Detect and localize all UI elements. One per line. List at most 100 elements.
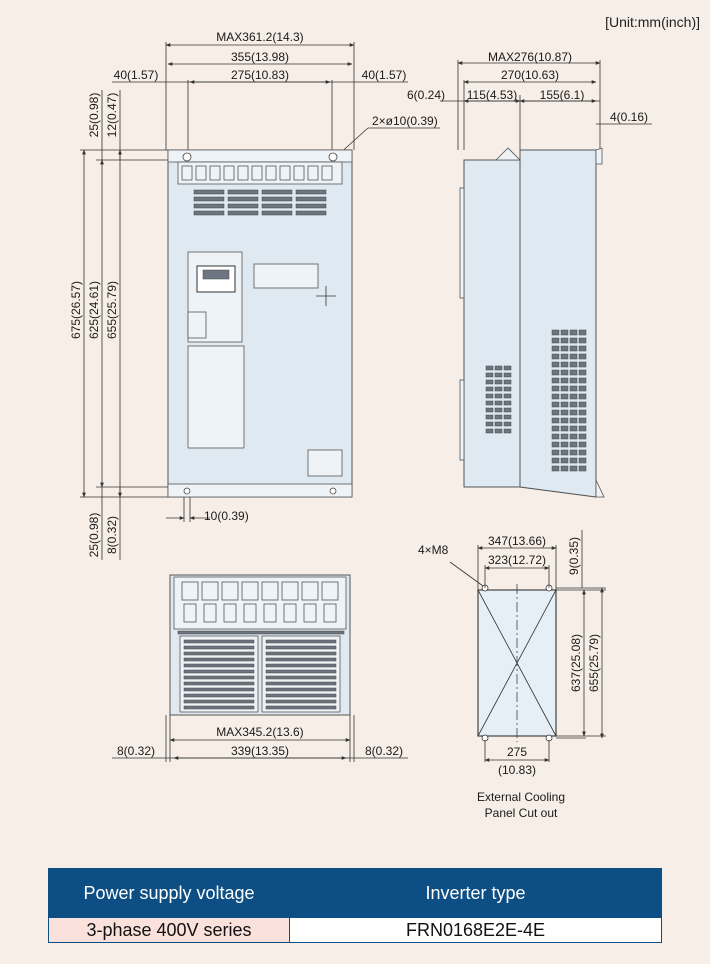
front-dim-height-625: 625(24.61) — [87, 281, 101, 339]
side-vent-slot — [569, 425, 578, 432]
side-vent-slot — [494, 428, 503, 434]
table-row: 3-phase 400V series FRN0168E2E-4E — [48, 917, 662, 943]
side-vent-slot — [578, 329, 587, 336]
front-dim-bottom-25: 25(0.98) — [87, 513, 101, 558]
side-vent-slot — [485, 372, 494, 378]
fan-grille-bar — [183, 657, 255, 662]
front-fin — [209, 165, 221, 181]
side-dim-max-depth: MAX276(10.87) — [488, 50, 572, 64]
side-vent-slot — [551, 369, 560, 376]
side-vent-slot — [560, 345, 569, 352]
front-dim-max-width: MAX361.2(14.3) — [216, 30, 303, 44]
side-vent-slot — [485, 421, 494, 427]
side-vent-slot — [578, 449, 587, 456]
front-vent-slot — [193, 210, 225, 216]
side-vent-slot — [551, 449, 560, 456]
front-dim-bottom-8: 8(0.32) — [105, 516, 119, 554]
front-dim-slot: 10(0.39) — [204, 509, 249, 523]
front-fin — [279, 165, 291, 181]
cutout-caption-line2: Panel Cut out — [485, 806, 558, 820]
side-vent-slot — [551, 457, 560, 464]
side-vent-slot — [578, 337, 587, 344]
side-vent-slot — [503, 400, 512, 406]
side-vent-slot — [578, 441, 587, 448]
side-vent-slot — [578, 465, 587, 472]
side-vent-slot — [551, 377, 560, 384]
bottom-terminal — [323, 603, 337, 623]
front-vent-slot — [295, 189, 327, 195]
side-vent-slot — [551, 385, 560, 392]
cutout-dim-275: 275 — [507, 745, 527, 759]
side-vent-slot — [578, 385, 587, 392]
side-vent-slot — [578, 425, 587, 432]
front-dim-height-675: 675(26.57) — [69, 281, 83, 339]
bottom-dim-max-width: MAX345.2(13.6) — [216, 725, 303, 739]
side-vent-slot — [485, 400, 494, 406]
side-vent-slot — [494, 365, 503, 371]
bottom-terminal — [301, 581, 319, 601]
side-vent-slot — [560, 465, 569, 472]
side-vent-slot — [503, 421, 512, 427]
front-vent-slot — [227, 196, 259, 202]
side-vent-slot — [551, 417, 560, 424]
side-vent-slot — [560, 361, 569, 368]
side-vent-slot — [503, 372, 512, 378]
bottom-terminal — [201, 581, 219, 601]
side-vent-slot — [494, 400, 503, 406]
front-dim-hole-note: 2×ø10(0.39) — [372, 114, 438, 128]
side-vent-slot — [569, 409, 578, 416]
side-vent-slot — [503, 386, 512, 392]
side-vent-slot — [560, 433, 569, 440]
side-vent-slot — [569, 345, 578, 352]
side-vent-slot — [503, 365, 512, 371]
cutout-dim-323: 323(12.72) — [488, 553, 546, 567]
fan-grille-bar — [183, 681, 255, 686]
bottom-terminal — [321, 581, 339, 601]
fan-grille-bar — [183, 693, 255, 698]
front-vent-slot — [261, 189, 293, 195]
table-header-row: Power supply voltage Inverter type — [48, 868, 662, 918]
side-vent-slot — [503, 393, 512, 399]
side-vent-slot — [578, 369, 587, 376]
front-fin — [265, 165, 277, 181]
table-header-inverter-type: Inverter type — [289, 868, 662, 918]
side-vent-slot — [569, 393, 578, 400]
front-vent-slot — [227, 210, 259, 216]
side-vent-slot — [569, 441, 578, 448]
front-fin — [223, 165, 235, 181]
side-vent-slot — [485, 365, 494, 371]
side-vent-slot — [503, 379, 512, 385]
bottom-terminal — [243, 603, 257, 623]
side-vent-slot — [551, 425, 560, 432]
side-vent-slot — [560, 457, 569, 464]
side-vent-slot — [494, 386, 503, 392]
fan-grille-bar — [265, 639, 337, 644]
fan-grille-bar — [265, 687, 337, 692]
side-vent-slot — [578, 361, 587, 368]
unit-label: [Unit:mm(inch)] — [605, 14, 700, 30]
side-vent-slot — [560, 441, 569, 448]
side-vent-slot — [560, 449, 569, 456]
front-vent-slot — [193, 189, 225, 195]
cutout-dim-347: 347(13.66) — [488, 534, 546, 548]
fan-grille-bar — [265, 675, 337, 680]
side-vent-slot — [494, 407, 503, 413]
table-cell-inverter-type: FRN0168E2E-4E — [289, 917, 662, 943]
side-vent-slot — [569, 417, 578, 424]
side-vent-slot — [485, 428, 494, 434]
side-vent-slot — [485, 407, 494, 413]
side-vent-slot — [551, 401, 560, 408]
bottom-terminal — [261, 581, 279, 601]
side-vent-slot — [560, 377, 569, 384]
side-vent-slot — [560, 409, 569, 416]
side-dim-4: 4(0.16) — [610, 110, 648, 124]
front-vent-slot — [261, 203, 293, 209]
bottom-terminal — [263, 603, 277, 623]
front-view: MAX361.2(14.3) 355(13.98) 40(1.57) 275(1… — [69, 30, 440, 560]
side-vent-slot — [569, 369, 578, 376]
cutout-dim-275-inch: (10.83) — [498, 763, 536, 777]
bottom-terminal — [221, 581, 239, 601]
front-fin — [293, 165, 305, 181]
bottom-terminal — [281, 581, 299, 601]
side-vent-slot — [503, 414, 512, 420]
